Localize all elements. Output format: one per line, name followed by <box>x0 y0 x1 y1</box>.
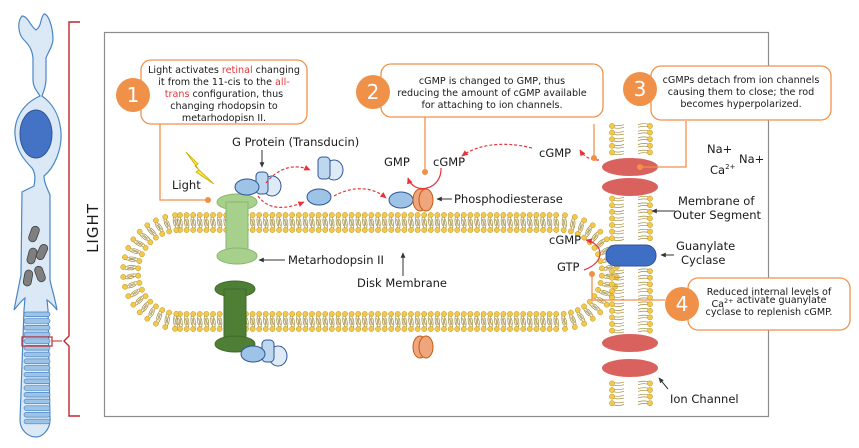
connector-dot-4 <box>589 271 595 277</box>
arrow-channel-release <box>579 149 600 161</box>
rod-disk <box>23 392 51 398</box>
connector-dot-3a <box>591 155 597 161</box>
guanylate-label-line2: Cyclase <box>681 253 725 267</box>
calcium-ion-label: Ca2+ <box>710 163 736 177</box>
rod-disk <box>23 418 51 425</box>
rod-disk <box>23 405 51 411</box>
step-number-3: 3 <box>634 77 647 101</box>
metarhodopsin-protein <box>216 193 258 265</box>
cgmp-gc-label: cGMP <box>549 233 581 247</box>
guanylate-label-line1: Guanylate <box>676 239 735 253</box>
arrow-alpha-to-pde <box>333 188 387 199</box>
arrow-gtp-to-cgmp <box>583 238 601 271</box>
pointer-ion-channel <box>658 377 669 390</box>
connector-3b <box>640 121 687 168</box>
g-protein-label: G Protein (Transducin) <box>232 135 359 149</box>
connector-dot-3b <box>637 164 643 170</box>
sodium-ion-label-1: Na+ <box>707 142 732 156</box>
rod-disk <box>23 351 51 358</box>
mitochondria <box>22 225 49 287</box>
phosphodiesterase-active <box>388 188 434 212</box>
rod-disk <box>23 378 51 384</box>
transducin-bound <box>234 171 282 197</box>
connector-dot-2 <box>422 169 428 175</box>
arrow-cgmp-to-gmp <box>407 167 442 190</box>
light-label: Light <box>172 178 201 192</box>
phosphodiesterase-inactive <box>412 335 434 359</box>
rod-disk-stack <box>23 311 51 425</box>
disk-membrane-label: Disk Membrane <box>357 276 447 290</box>
callout-connectors <box>159 117 687 301</box>
rod-disk <box>23 385 51 391</box>
rod-disk <box>23 338 51 344</box>
lightning-bolt-icon <box>185 151 215 185</box>
ion-channel-label: Ion Channel <box>670 392 739 406</box>
rod-disk <box>23 365 51 371</box>
ion-channel-open <box>602 158 658 196</box>
cgmp-free-label: cGMP <box>539 146 571 160</box>
connector-4 <box>591 274 665 301</box>
rod-disk <box>23 358 51 364</box>
connector-dot-1 <box>205 197 211 203</box>
rod-disk <box>23 331 51 338</box>
outer-segment-membrane-bilayer <box>609 123 653 407</box>
rod-disk <box>23 412 51 418</box>
rod-disk <box>23 311 51 317</box>
rod-disk <box>23 318 51 324</box>
arrow-cgmp-to-pde <box>461 143 533 157</box>
label-pointers <box>258 150 675 390</box>
rod-disk <box>23 371 51 378</box>
transducin-beta-gamma <box>317 156 344 181</box>
connector-1 <box>159 124 208 201</box>
rod-disk <box>23 398 51 405</box>
guanylate-cyclase <box>605 244 657 267</box>
rhodopsin-protein <box>214 280 256 353</box>
outer-membrane-label-line1: Membrane of <box>678 194 755 208</box>
outer-membrane-label-line2: Outer Segment <box>673 208 762 222</box>
metarhodopsin-label: Metarhodopsin II <box>288 253 384 267</box>
step-number-2: 2 <box>367 80 380 104</box>
transducin-alpha <box>306 188 332 206</box>
light-side-label: LIGHT <box>84 203 102 253</box>
ion-channel-closed <box>602 334 658 377</box>
transducin-inactive <box>240 339 288 367</box>
cgmp-pde-label: cGMP <box>433 155 465 169</box>
nucleus <box>19 109 53 159</box>
gmp-label: GMP <box>384 155 410 169</box>
arrow-transducin-split-down <box>257 195 305 208</box>
light-bracket <box>63 21 80 417</box>
arrow-transducin-split-up <box>265 165 311 184</box>
rod-disk <box>23 325 51 331</box>
phosphodiesterase-label: Phosphodiesterase <box>454 192 563 206</box>
gtp-label: GTP <box>557 260 580 274</box>
sodium-ion-label-2: Na+ <box>739 152 764 166</box>
rod-cell-illustration <box>13 13 62 438</box>
step-number-1: 1 <box>127 83 140 107</box>
reaction-arrows <box>257 143 601 271</box>
step-number-4: 4 <box>676 292 689 316</box>
